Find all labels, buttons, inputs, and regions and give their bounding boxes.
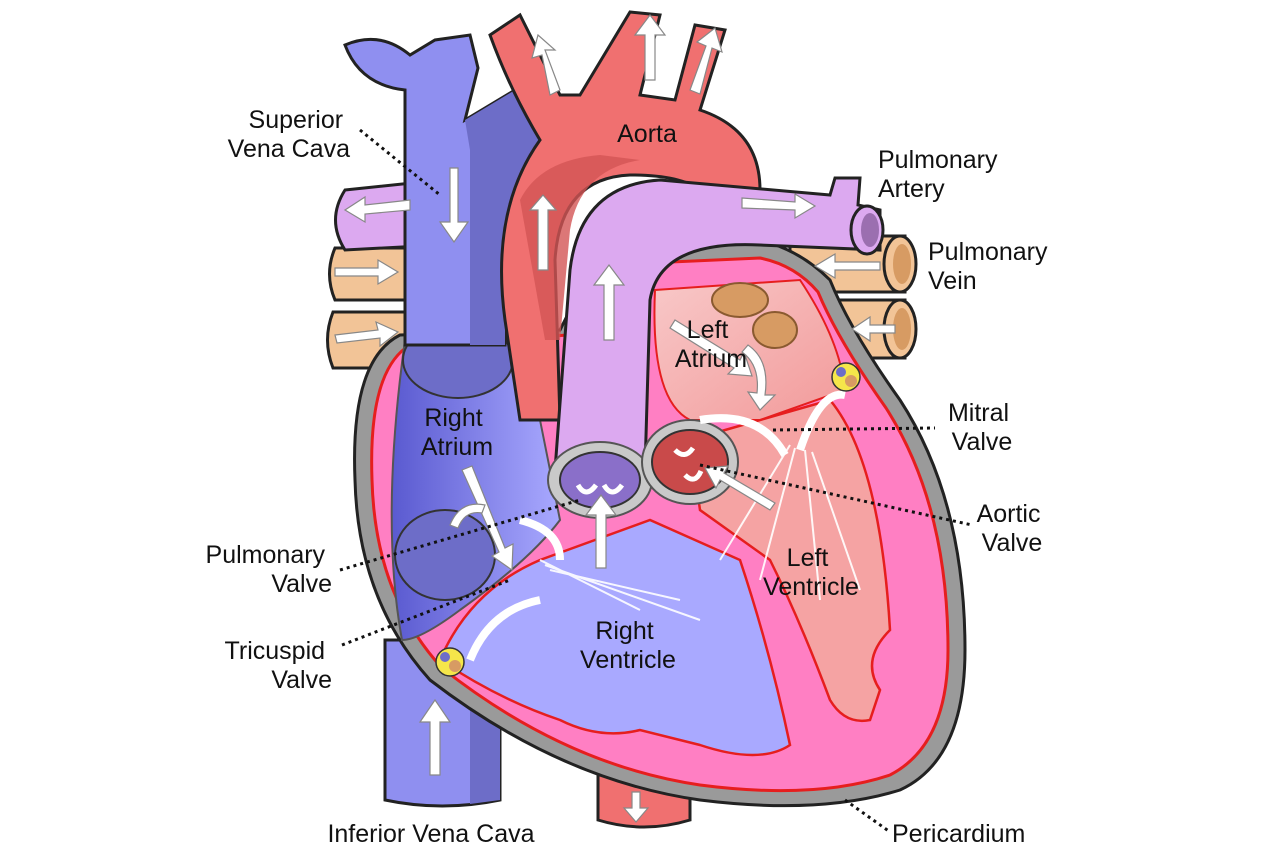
av-node	[832, 363, 860, 391]
label-aortic-valve: Aortic Valve	[977, 500, 1048, 557]
label-pulmonary-vein: Pulmonary Vein	[928, 238, 1054, 295]
label-inferior-vena-cava: Inferior Vena Cava	[327, 820, 534, 848]
label-aorta: Aorta	[617, 120, 677, 148]
label-pulmonary-artery: Pulmonary Artery	[878, 146, 1004, 203]
sa-node	[436, 648, 464, 676]
label-pericardium: Pericardium	[892, 820, 1025, 848]
label-tricuspid-valve: Tricuspid Valve	[225, 637, 332, 694]
aortic-valve-shape	[642, 420, 738, 504]
label-superior-vena-cava: Superior Vena Cava	[228, 106, 350, 163]
label-mitral-valve: Mitral Valve	[948, 399, 1016, 456]
ivc-opening	[395, 510, 495, 600]
label-pulmonary-valve: Pulmonary Valve	[206, 541, 332, 598]
label-right-atrium: Right Atrium	[421, 404, 493, 461]
